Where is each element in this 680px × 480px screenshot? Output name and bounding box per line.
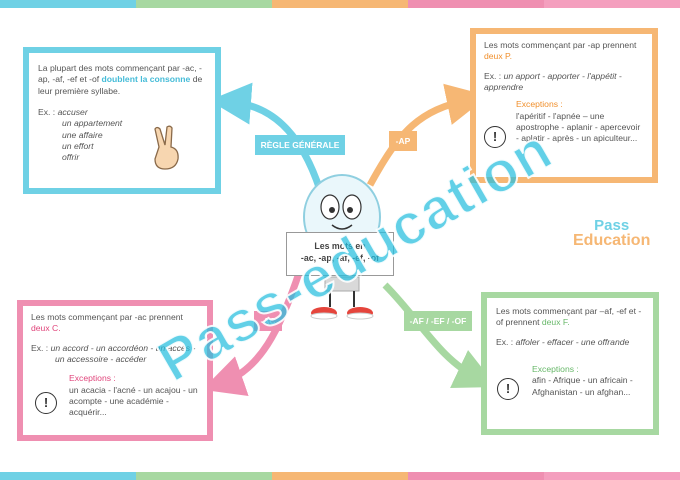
arrow-ac bbox=[202, 268, 304, 397]
arrow-ef bbox=[382, 282, 497, 388]
arrow-ap bbox=[366, 83, 489, 187]
ef-rule: Les mots commençant par –af, -ef et -of … bbox=[496, 306, 642, 328]
af-ef-of-box: Les mots commençant par –af, -ef et -of … bbox=[481, 292, 659, 435]
warning-icon: ! bbox=[35, 392, 57, 414]
ap-exceptions: Exceptions : l'apéritif - l'apnée – une … bbox=[516, 99, 641, 144]
label-ap: -AP bbox=[389, 131, 417, 151]
ac-box: Les mots commençant par -ac prennent deu… bbox=[17, 300, 213, 441]
pass-education-logo: Pass Education bbox=[573, 217, 651, 249]
ef-exceptions: Exceptions : afin - Afrique - un africai… bbox=[532, 364, 633, 397]
label-af-ef-of: -AF / -EF / -OF bbox=[404, 311, 472, 331]
top-color-stripe bbox=[0, 0, 680, 8]
ef-examples: Ex. : affoler - effacer - une offrande bbox=[496, 336, 630, 347]
ac-rule: Les mots commençant par -ac prennent deu… bbox=[31, 312, 183, 334]
ap-rule: Les mots commençant par -ap prennent deu… bbox=[484, 40, 637, 62]
ap-examples: Ex. : un apport - apporter - l'appétit -… bbox=[484, 70, 622, 93]
regle-examples: Ex. : accuser un appartement une affaire… bbox=[38, 107, 123, 163]
regle-intro: La plupart des mots commençant par -ac, … bbox=[38, 63, 203, 96]
ap-box: Les mots commençant par -ap prennent deu… bbox=[470, 28, 658, 183]
label-regle-generale: RÈGLE GÉNÉRALE bbox=[255, 135, 345, 155]
center-title-line1: Les mots en bbox=[314, 241, 366, 251]
regle-generale-box: La plupart des mots commençant par -ac, … bbox=[23, 47, 221, 194]
label-ac: -AC bbox=[254, 311, 282, 331]
peace-hand-icon bbox=[154, 125, 179, 170]
ac-examples: Ex. : un accord - un accordéon - un accè… bbox=[31, 342, 196, 365]
warning-icon: ! bbox=[484, 126, 506, 148]
ac-exceptions: Exceptions : un acacia - l'acné - un aca… bbox=[69, 373, 198, 418]
center-title-line2: -ac, -ap, -af, -ef, -of bbox=[300, 252, 380, 263]
bottom-color-stripe bbox=[0, 472, 680, 480]
arrow-regle bbox=[209, 82, 324, 192]
center-title-sign: Les mots en -ac, -ap, -af, -ef, -of bbox=[286, 232, 394, 276]
warning-icon: ! bbox=[497, 378, 519, 400]
